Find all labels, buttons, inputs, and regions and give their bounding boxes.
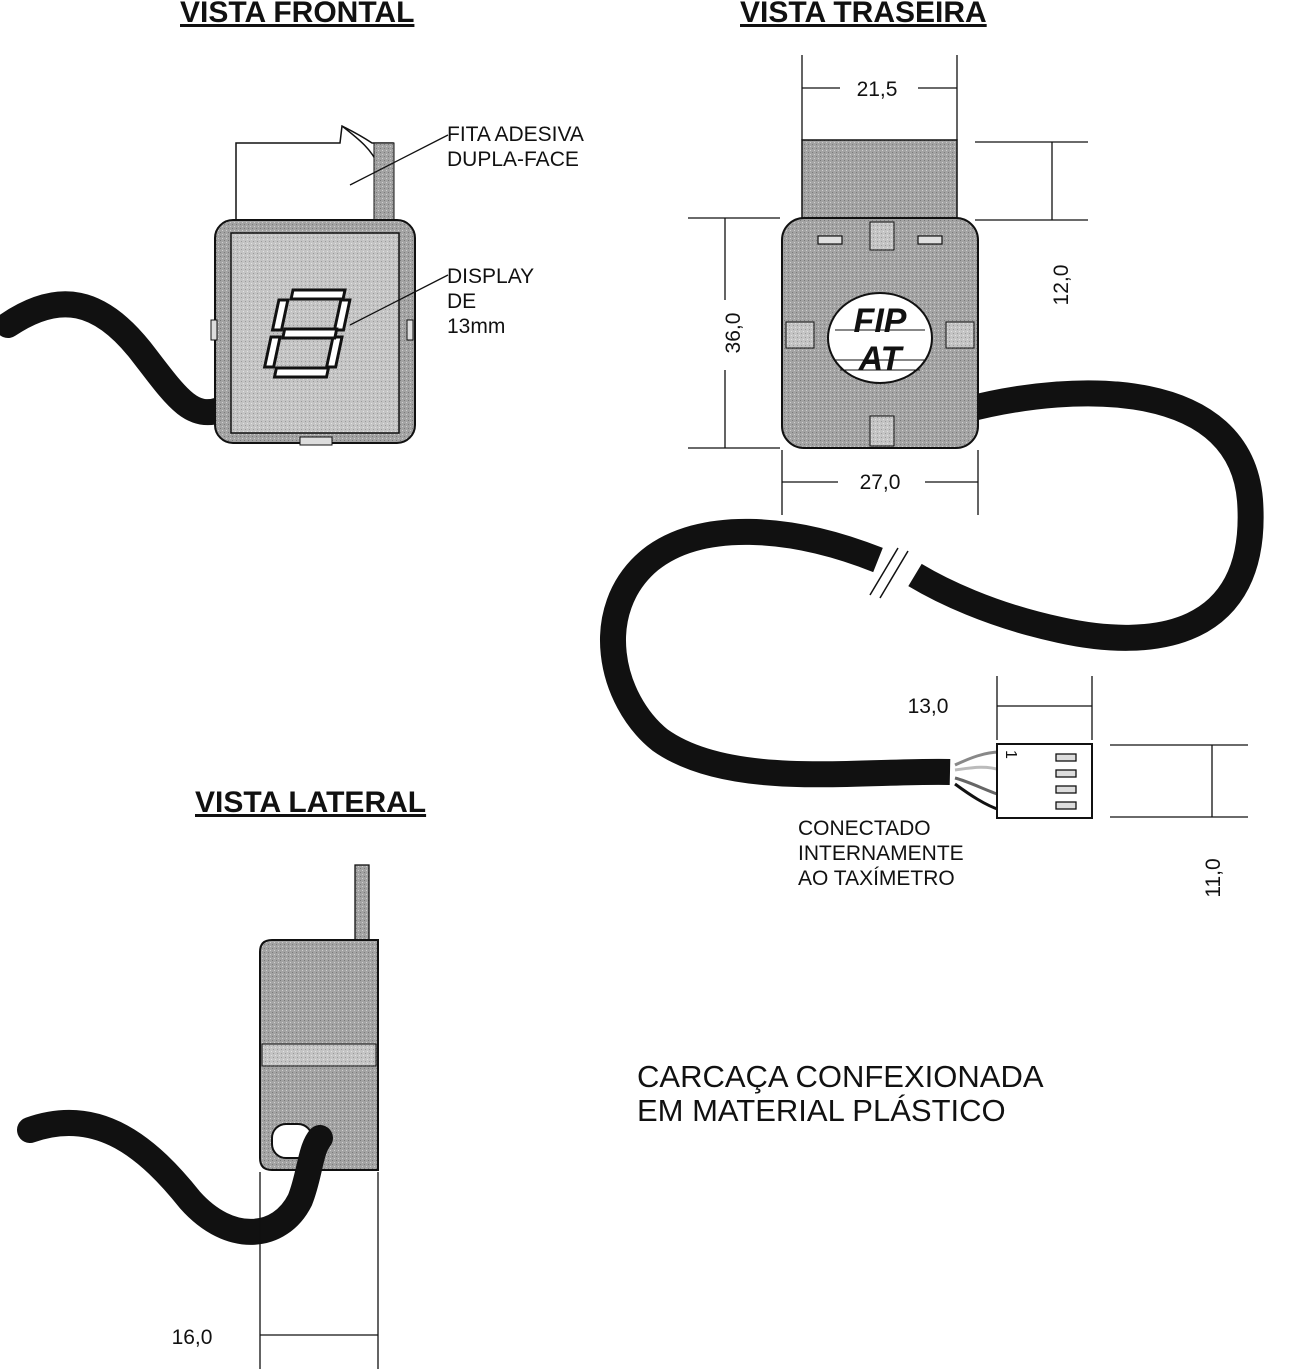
front-view: FITA ADESIVA DUPLA-FACE DISPLAY DE 13mm [0,123,584,446]
tape-edge [373,142,395,223]
front-view-title: VISTA FRONTAL [180,0,414,29]
connector-note-line1: CONECTADO [798,817,931,840]
front-cable [0,291,233,426]
dim-connector-width: 13,0 [908,695,949,718]
rear-view: FIP AT 21,5 12,0 36,0 27,0 1 13,0 [600,55,1264,898]
display-label-line2: DE [447,290,476,313]
tape-label-line1: FITA ADESIVA [447,123,584,146]
dim-tab-width: 21,5 [857,78,898,101]
connector-pin-label: 1 [1002,750,1019,759]
dim-body-width: 27,0 [860,471,901,494]
display-label-line1: DISPLAY [447,265,534,288]
side-view-title: VISTA LATERAL [195,786,426,819]
fipat-logo: FIP AT [827,292,933,384]
dim-connector-height: 11,0 [1202,858,1225,897]
connector-note-line2: INTERNAMENTE [798,842,964,865]
dim-body-height: 36,0 [722,313,745,354]
seven-segment-digit [262,288,352,379]
display-label-line3: 13mm [447,315,505,338]
material-note-line1: CARCAÇA CONFEXIONADA [637,1059,1044,1094]
side-cable [17,1109,333,1245]
connector-note-line3: AO TAXÍMETRO [798,867,955,890]
rear-tab [801,139,958,224]
material-note-line2: EM MATERIAL PLÁSTICO [637,1093,1006,1128]
dim-tab-height: 12,0 [1050,265,1073,306]
logo-text-bottom: AT [858,340,905,378]
logo-text-top: FIP [854,302,907,340]
dim-depth: 16,0 [172,1326,213,1349]
rear-view-title: VISTA TRASEIRA [740,0,987,29]
adhesive-tape [235,124,394,223]
rear-cable-lower [600,518,951,788]
side-view: 16,0 [17,864,379,1369]
rear-cable-upper [908,380,1264,651]
tape-label-line2: DUPLA-FACE [447,148,579,171]
side-tab [354,864,370,944]
